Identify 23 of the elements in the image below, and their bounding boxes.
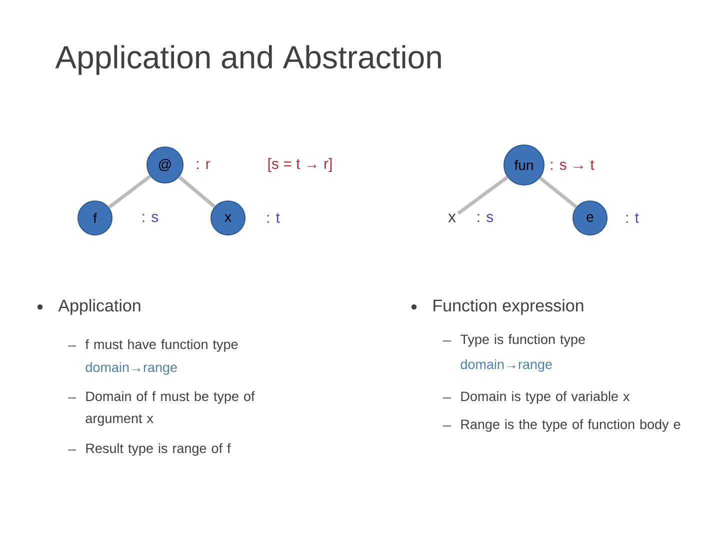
tree-edge xyxy=(538,176,578,208)
type-annotation: : s xyxy=(478,214,494,222)
type-annotation: : s xyxy=(142,214,158,222)
bullet-text: Domain is type of variable x xyxy=(461,391,630,404)
tree-edge xyxy=(178,176,216,208)
bullet-text: f must have function type xyxy=(85,339,238,352)
bullet-heading: Application xyxy=(58,299,140,315)
bullet-heading: Function expression xyxy=(434,299,584,315)
tree-edge xyxy=(108,174,152,209)
type-annotation: : t xyxy=(626,213,639,223)
bullet-text: Result type is range of f xyxy=(86,443,231,456)
type-annotation: : s → t xyxy=(551,160,594,170)
bullet-text: domain→range xyxy=(460,359,552,372)
type-annotation: [s = t → r] xyxy=(268,158,332,172)
type-annotation: : r xyxy=(197,160,210,170)
bullet-text: Domain of f must be type of argument x xyxy=(86,391,255,426)
tree-edge xyxy=(457,176,509,215)
type-annotation: : t xyxy=(267,213,280,223)
slide-title: Application and Abstraction xyxy=(55,45,441,75)
bullet-text: Type is function type xyxy=(460,334,585,347)
variable-text: x xyxy=(448,214,456,222)
bullet-text: Range is the type of function body e xyxy=(461,419,680,432)
bullet-text: domain→range xyxy=(86,362,177,375)
